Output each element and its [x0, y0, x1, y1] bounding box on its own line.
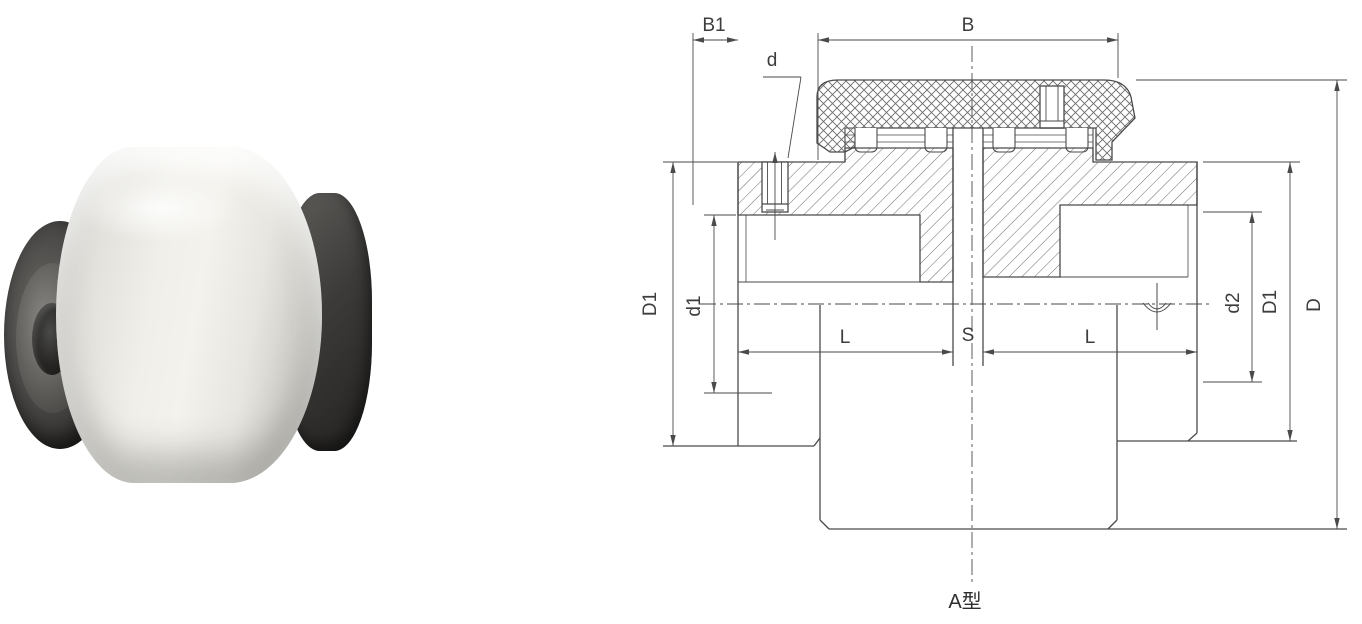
- sleeve-highlight: [80, 173, 240, 243]
- dimension-arrows: [670, 37, 1340, 529]
- dim-label-d: d: [767, 50, 778, 71]
- dim-label-d-outer: D: [1304, 298, 1325, 312]
- dim-label-d1-left: D1: [640, 292, 661, 316]
- dim-label-l-right: L: [1085, 327, 1096, 348]
- sleeve-plug-hole: [1039, 85, 1065, 129]
- dim-label-l-left: L: [840, 327, 851, 348]
- bore-lines: [738, 205, 1189, 283]
- dim-label-d1-small: d1: [684, 295, 705, 316]
- dim-label-d2: d2: [1223, 292, 1244, 313]
- external-outline: [663, 305, 1347, 530]
- gear-rim-right: [983, 127, 1094, 162]
- dimension-labels: B1 B d D1 d1 L S L d2 D1 D A型: [640, 15, 1325, 613]
- dim-label-b1: B1: [702, 15, 725, 36]
- section-view: [663, 33, 1347, 582]
- dim-label-d1-right: D1: [1260, 290, 1281, 314]
- dimension-lines: [663, 33, 1347, 529]
- lubrication-mark: [1142, 283, 1172, 330]
- hub-section-right: [982, 147, 1198, 278]
- dim-label-b: B: [962, 15, 975, 36]
- type-label: A型: [948, 590, 981, 613]
- dim-label-s: S: [962, 325, 975, 346]
- center-lines: [700, 46, 1212, 582]
- product-photo: [4, 145, 372, 490]
